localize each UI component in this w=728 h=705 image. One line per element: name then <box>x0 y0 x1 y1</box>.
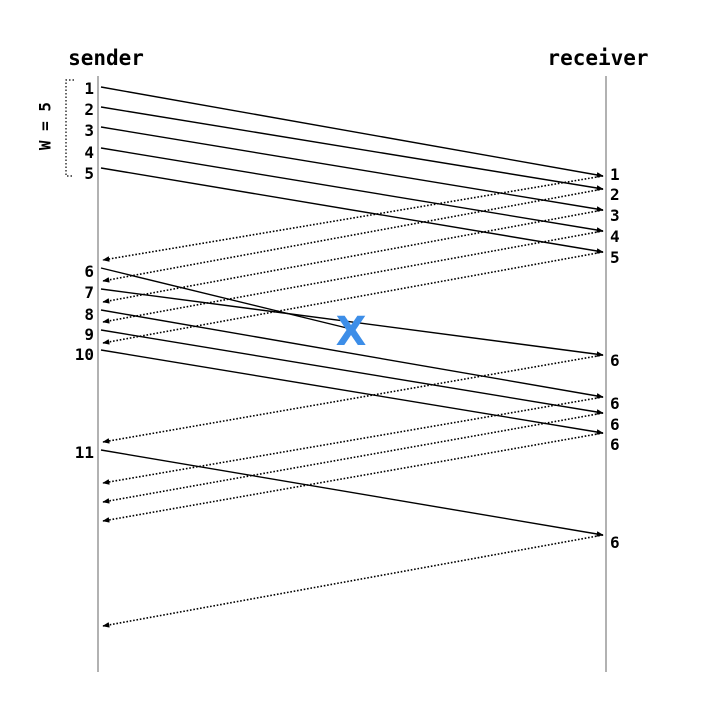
sender-packet-label: 4 <box>84 143 94 162</box>
receiver-header: receiver <box>547 46 648 70</box>
data-packet-arrows <box>100 86 604 537</box>
data-packet-arrow <box>100 147 604 233</box>
sender-packet-label: 2 <box>84 100 94 119</box>
ack-arrow <box>102 432 604 523</box>
sender-packet-label: 11 <box>75 443 94 462</box>
ack-arrow <box>102 209 604 304</box>
sender-header: sender <box>68 46 144 70</box>
receiver-ack-label: 2 <box>610 185 620 204</box>
data-packet-arrow-lost <box>100 267 352 330</box>
sender-packet-label: 9 <box>84 325 94 344</box>
data-packet-arrow <box>100 288 604 357</box>
window-size-label: W = 5 <box>36 102 55 150</box>
receiver-ack-label: 6 <box>610 533 620 552</box>
ack-arrows <box>102 175 604 628</box>
receiver-ack-label: 3 <box>610 206 620 225</box>
data-packet-arrow <box>100 86 604 178</box>
loss-marker: X <box>336 309 367 355</box>
ack-arrow <box>102 412 604 504</box>
data-packet-arrow <box>100 329 604 415</box>
ack-arrow <box>102 396 604 485</box>
sender-packet-label: 8 <box>84 305 94 324</box>
receiver-ack-label: 5 <box>610 248 620 267</box>
sender-packet-label: 5 <box>84 164 94 183</box>
data-packet-arrow <box>100 349 604 435</box>
ack-arrow <box>102 534 604 628</box>
ack-arrow <box>102 188 604 283</box>
ack-arrow <box>102 354 604 444</box>
receiver-ack-label: 6 <box>610 435 620 454</box>
data-packet-arrow <box>100 126 604 212</box>
sender-packet-label: 6 <box>84 262 94 281</box>
sender-packet-label: 7 <box>84 283 94 302</box>
ack-arrow <box>102 175 604 262</box>
sender-packet-label: 1 <box>84 79 94 98</box>
data-packet-arrow <box>100 167 604 254</box>
receiver-ack-label: 6 <box>610 394 620 413</box>
data-packet-arrow <box>100 309 604 399</box>
receiver-ack-label: 1 <box>610 165 620 184</box>
sender-packet-label: 10 <box>75 345 94 364</box>
receiver-ack-label: 6 <box>610 351 620 370</box>
sender-packet-label: 3 <box>84 121 94 140</box>
receiver-ack-label: 6 <box>610 415 620 434</box>
receiver-ack-label: 4 <box>610 227 620 246</box>
data-packet-arrow <box>100 449 604 537</box>
data-packet-arrow <box>100 106 604 191</box>
window-bracket <box>65 79 74 177</box>
